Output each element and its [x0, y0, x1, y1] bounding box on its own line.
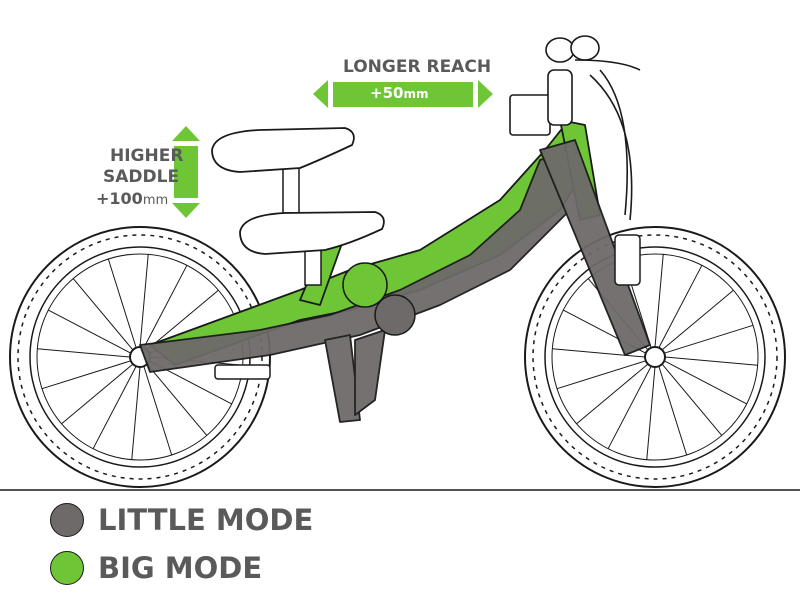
wheel-spoke — [143, 265, 188, 348]
higher-saddle-value: +100mm — [96, 189, 169, 208]
wheel-spoke — [143, 366, 173, 456]
wheel-spoke — [41, 360, 131, 390]
wheel-spoke — [664, 360, 747, 405]
longer-reach-title: LONGER REACH — [343, 57, 492, 77]
legend-item-little-mode: LITTLE MODE — [50, 500, 313, 540]
wheel-spoke — [72, 278, 134, 351]
wheel-spoke — [556, 360, 646, 390]
longer-reach-value: +50mm — [370, 84, 429, 102]
fork-bracket — [614, 234, 641, 286]
wheel-spoke — [661, 289, 734, 351]
wheel-spoke — [107, 258, 137, 348]
double-vertical-arrow-icon — [172, 126, 200, 218]
wheel-spoke — [92, 366, 137, 449]
wheel-spoke — [661, 363, 723, 436]
legend-label-little: LITTLE MODE — [98, 503, 314, 537]
legend-item-big-mode: BIG MODE — [50, 548, 262, 588]
rear-joint — [342, 262, 388, 308]
handlebar — [509, 35, 641, 221]
higher-saddle-line1: HIGHER — [110, 146, 184, 166]
front-wheel — [524, 226, 786, 488]
wheel-spoke — [607, 366, 652, 449]
footrest — [214, 364, 271, 380]
wheel-spoke — [664, 324, 754, 354]
wheel-spoke — [139, 254, 149, 348]
little-mode-frame — [139, 139, 651, 423]
wheel-spoke — [37, 348, 131, 358]
wheel-spoke — [131, 366, 141, 460]
wheel-spoke — [48, 309, 131, 354]
seat-post-high — [282, 167, 300, 214]
wheel-spoke — [146, 289, 219, 351]
wheel-spoke — [654, 254, 664, 348]
legend-swatch-big — [50, 551, 84, 585]
mid-joint — [374, 294, 416, 336]
wheel-spoke — [658, 366, 688, 456]
double-horizontal-arrow-icon — [313, 80, 493, 108]
higher-saddle-line2: SADDLE — [103, 167, 180, 187]
wheel-spoke — [552, 348, 646, 358]
wheel-spoke — [664, 356, 758, 366]
legend-label-big: BIG MODE — [98, 551, 263, 585]
legend-swatch-little — [50, 503, 84, 537]
wheel-spoke — [576, 363, 649, 425]
wheel-spoke — [658, 265, 703, 348]
wheel-spoke — [146, 363, 208, 436]
saddle-low — [239, 211, 385, 255]
wheel-spoke — [646, 366, 656, 460]
wheel-spoke — [61, 363, 134, 425]
saddle-high — [211, 127, 355, 173]
